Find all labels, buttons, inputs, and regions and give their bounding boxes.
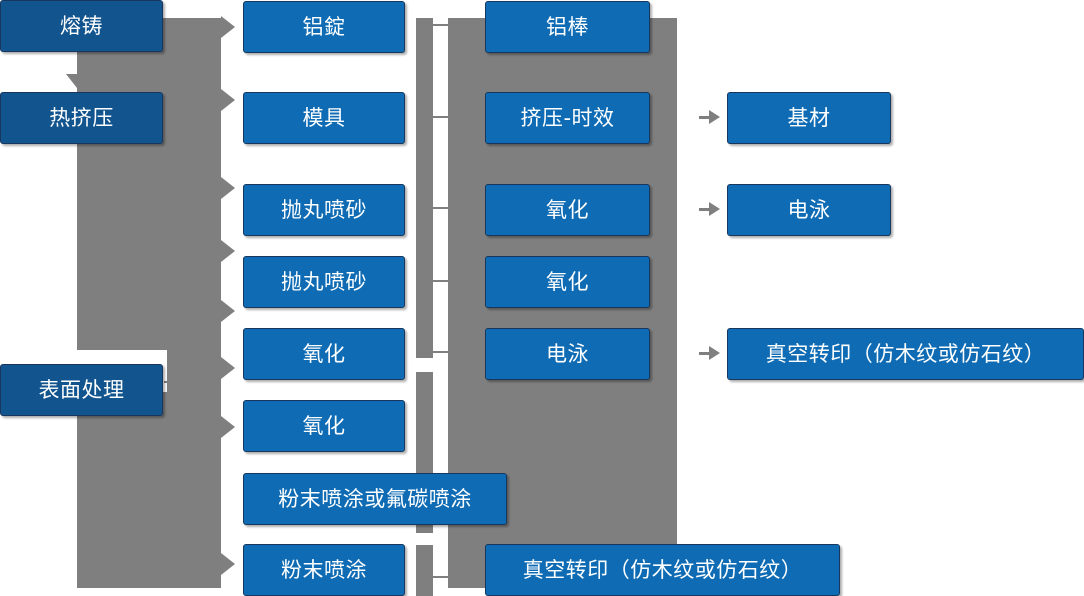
process-label: 氧化: [546, 197, 589, 222]
process-label: 氧化: [546, 269, 589, 294]
connector-arrow-to-oxidation-2: [221, 357, 235, 379]
process-box-extrude-aging[interactable]: 挤压-时效: [485, 92, 650, 144]
process-label: 抛丸喷砂: [281, 197, 367, 222]
stage-box-surface-treatment[interactable]: 表面处理: [0, 364, 163, 416]
process-label: 抛丸喷砂: [281, 269, 367, 294]
connector-stem-to-vacuum-transfer: [699, 352, 711, 355]
connector-arrow-down-melt-to-extrude: [66, 74, 88, 88]
connector-arrow-to-oxidation-1: [221, 300, 235, 322]
connector-arrow-to-shotblast-1: [221, 177, 235, 199]
process-box-oxidation-c3-2[interactable]: 氧化: [485, 256, 650, 308]
process-box-aluminum-ingot[interactable]: 铝錠: [243, 1, 405, 53]
output-label: 电泳: [787, 197, 831, 222]
connector-stem-to-substrate: [699, 116, 711, 119]
process-box-shot-blasting-2[interactable]: 抛丸喷砂: [243, 256, 405, 308]
output-label: 基材: [787, 105, 831, 130]
connector-arrow-to-substrate: [709, 110, 720, 124]
process-box-vacuum-transfer-c3[interactable]: 真空转印（仿木纹或仿石纹）: [485, 544, 840, 596]
process-box-oxidation-2[interactable]: 氧化: [243, 400, 405, 452]
process-label: 粉末喷涂: [281, 557, 367, 582]
stage-label: 表面处理: [38, 377, 125, 402]
connector-arrow-to-mold: [221, 89, 235, 111]
connector-arrow-to-vacuum-transfer: [709, 346, 720, 360]
process-box-mold[interactable]: 模具: [243, 92, 405, 144]
process-label: 粉末喷涂或氟碳喷涂: [278, 486, 472, 511]
process-label: 真空转印（仿木纹或仿石纹）: [522, 557, 803, 582]
process-label: 模具: [302, 105, 346, 130]
stage-label: 热挤压: [49, 105, 114, 130]
connector-arrow-to-electrophoresis: [709, 202, 720, 216]
output-box-vacuum-transfer[interactable]: 真空转印（仿木纹或仿石纹）: [727, 328, 1084, 380]
process-box-powder-coating[interactable]: 粉末喷涂: [243, 544, 405, 596]
process-box-powder-or-pvdf[interactable]: 粉末喷涂或氟碳喷涂: [243, 473, 507, 525]
output-box-electrophoresis[interactable]: 电泳: [727, 184, 891, 236]
stage-label: 熔铸: [60, 13, 103, 38]
stage-box-melt-cast[interactable]: 熔铸: [0, 0, 163, 52]
connector-stem-to-electrophoresis: [699, 208, 711, 211]
process-box-shot-blasting-1[interactable]: 抛丸喷砂: [243, 184, 405, 236]
connector-arrow-to-powder-coat: [221, 553, 235, 575]
connector-arrow-to-powder-pvdf: [221, 416, 235, 438]
process-label: 电泳: [546, 341, 589, 366]
connector-arrow-to-ingot: [221, 16, 235, 38]
process-box-electrophoresis-c3[interactable]: 电泳: [485, 328, 650, 380]
process-label: 挤压-时效: [520, 105, 615, 130]
connector-arrow-to-shotblast-2: [221, 240, 235, 262]
process-box-aluminum-bar[interactable]: 铝棒: [485, 1, 650, 53]
output-box-substrate[interactable]: 基材: [727, 92, 891, 144]
process-box-oxidation-c3-1[interactable]: 氧化: [485, 184, 650, 236]
process-label: 氧化: [302, 341, 346, 366]
process-box-oxidation-1[interactable]: 氧化: [243, 328, 405, 380]
connector-bus-narrow: [416, 18, 433, 596]
connector-stub-surface-treatment: [164, 381, 186, 383]
output-label: 真空转印（仿木纹或仿石纹）: [765, 341, 1046, 366]
process-label: 铝錠: [302, 14, 346, 39]
stage-box-hot-extrude[interactable]: 热挤压: [0, 92, 163, 144]
connector-bus-narrow-gap2: [416, 533, 433, 545]
connector-bus-narrow-gap: [416, 358, 433, 372]
process-label: 氧化: [302, 413, 346, 438]
process-label: 铝棒: [546, 14, 589, 39]
